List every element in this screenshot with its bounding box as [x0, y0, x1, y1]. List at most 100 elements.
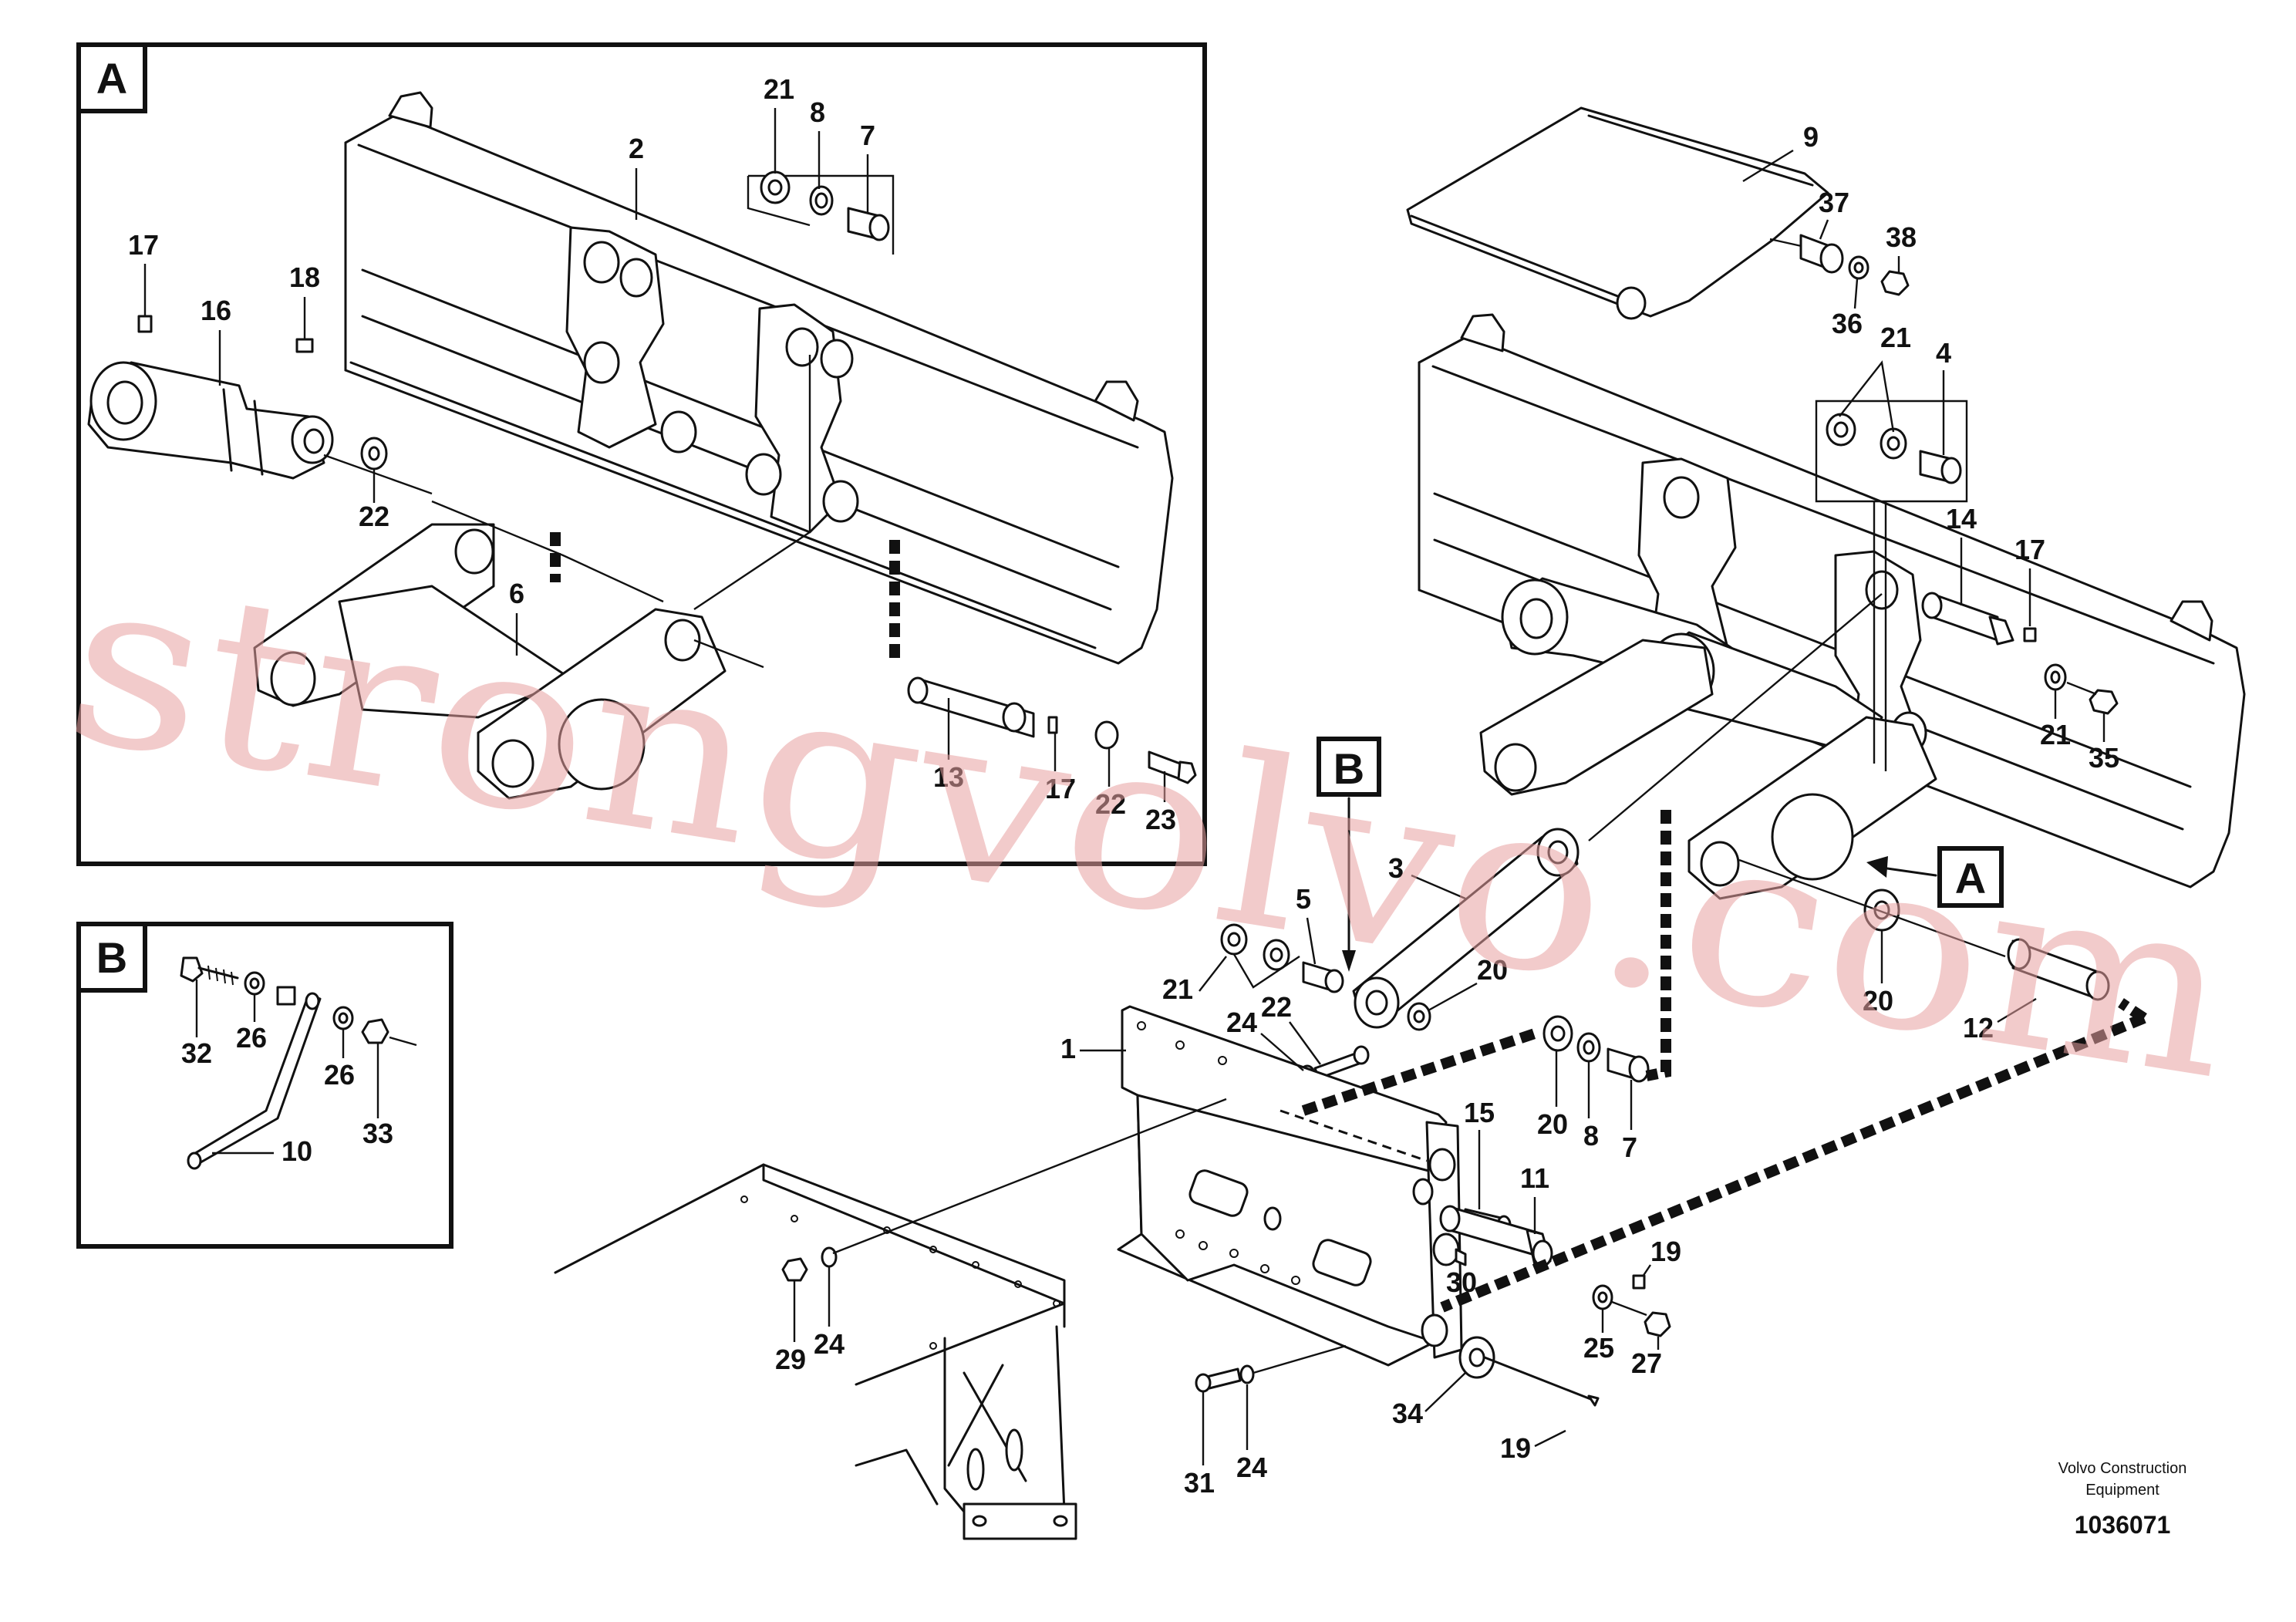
callout-15: 15	[1464, 1097, 1495, 1128]
callout-17-a: 17	[128, 229, 159, 261]
callout-8-c: 8	[1583, 1120, 1599, 1152]
callout-4: 4	[1936, 337, 1951, 369]
callout-32: 32	[181, 1037, 212, 1069]
bushing-b	[276, 986, 296, 1006]
detail-b: B 32 26 26 33 10	[76, 922, 453, 1249]
grease-nipple-17-m	[2023, 627, 2037, 642]
callout-20-m1: 20	[1477, 954, 1508, 986]
detail-a-frame	[76, 42, 1207, 866]
view-marker-b: B	[1333, 744, 1364, 793]
callout-19-b: 19	[1500, 1432, 1531, 1464]
grease-nipple-19	[1632, 1274, 1646, 1290]
rod-10	[187, 992, 322, 1170]
callout-38: 38	[1886, 221, 1917, 253]
callout-22-a2: 22	[1095, 788, 1126, 820]
view-marker-a-arrow	[1866, 856, 1888, 878]
callout-26-b1: 26	[236, 1022, 267, 1054]
callout-18: 18	[289, 261, 320, 293]
callout-27: 27	[1631, 1347, 1662, 1379]
detail-a: A	[76, 42, 1207, 866]
route-dash-4	[2118, 998, 2147, 1023]
callout-22-a: 22	[359, 501, 389, 532]
rod-19	[1483, 1356, 1594, 1401]
callout-7: 7	[860, 120, 875, 151]
grease-nipple-18	[295, 338, 314, 353]
callout-25: 25	[1583, 1332, 1614, 1364]
callout-2: 2	[629, 133, 644, 164]
callout-24-c: 24	[814, 1328, 845, 1360]
arm-3	[1352, 828, 1580, 1029]
detail-a-label: A	[96, 54, 127, 103]
route-dash-1	[1645, 810, 1671, 1081]
view-marker-a: A	[1955, 854, 1986, 902]
bolt-31	[1205, 1367, 1242, 1390]
callout-16: 16	[201, 295, 231, 326]
washer-24-b	[1239, 1364, 1255, 1384]
detail-b-label: B	[96, 933, 127, 982]
pin-12	[2007, 938, 2110, 1001]
nut-29	[781, 1257, 808, 1282]
detail-b-label-box	[76, 922, 147, 993]
callout-7-c: 7	[1622, 1131, 1637, 1163]
brand-line-1: Volvo Construction	[2058, 1460, 2187, 1477]
washer-24-c	[821, 1246, 838, 1268]
detail-a-label-box	[76, 42, 147, 113]
callout-24-b: 24	[1236, 1452, 1267, 1483]
pin-11	[1439, 1205, 1553, 1267]
callout-36: 36	[1832, 308, 1863, 339]
callout-6: 6	[509, 578, 524, 609]
callout-29: 29	[775, 1344, 806, 1375]
cylinder-16	[87, 361, 334, 480]
callout-21: 21	[764, 73, 794, 105]
callout-10: 10	[282, 1135, 312, 1167]
bolt-27	[1644, 1311, 1671, 1337]
nut-33	[361, 1018, 389, 1044]
callout-21-m: 21	[1880, 322, 1911, 353]
detail-b-frame	[76, 922, 453, 1249]
bushing-set-a	[747, 170, 895, 255]
callout-24-m: 24	[1226, 1007, 1257, 1038]
bolt-32	[180, 956, 239, 986]
callout-9: 9	[1803, 121, 1819, 153]
callout-17-m: 17	[2014, 534, 2045, 565]
callout-11: 11	[1520, 1162, 1549, 1194]
callout-13: 13	[933, 761, 964, 793]
view-marker-b-arrow	[1342, 950, 1356, 972]
callout-23: 23	[1145, 804, 1176, 835]
callout-22-m: 22	[1261, 991, 1292, 1023]
drawing-number: 1036071	[2075, 1511, 2171, 1539]
push-frame-6	[253, 523, 727, 800]
blade-assembly-a	[344, 91, 1174, 665]
brand-line-2: Equipment	[2085, 1482, 2159, 1499]
callout-19-a: 19	[1650, 1236, 1681, 1267]
callout-21-m2: 21	[2040, 719, 2071, 750]
bolt-35	[2089, 689, 2119, 715]
bolt-38	[1880, 270, 1910, 296]
grease-nipple-17	[137, 315, 153, 333]
spacer-30	[1455, 1248, 1467, 1266]
callout-33: 33	[362, 1118, 393, 1149]
mounting-bracket-1	[1117, 1005, 1463, 1367]
callout-34: 34	[1392, 1398, 1423, 1429]
callout-1: 1	[1060, 1033, 1076, 1064]
callout-5: 5	[1296, 883, 1311, 915]
chassis	[554, 1163, 1077, 1540]
route-dash-5	[1279, 1109, 1428, 1162]
callout-12: 12	[1963, 1012, 1994, 1044]
callout-37: 37	[1819, 187, 1849, 218]
pin-13-set	[907, 676, 1197, 784]
callout-20-c: 20	[1537, 1108, 1568, 1140]
callout-17-a2: 17	[1045, 773, 1076, 804]
cover-plate-9	[1406, 106, 1829, 320]
callout-26-b2: 26	[324, 1059, 355, 1091]
callout-31: 31	[1184, 1467, 1215, 1499]
main-assembly: B A 9 37 38 36 21 4 14 17 21 35 3 5 20 2…	[554, 106, 2246, 1540]
callout-35: 35	[2089, 742, 2119, 774]
view-marker-a-box	[1937, 846, 2004, 908]
bushing-bracket-main	[1815, 400, 1968, 503]
callout-21-l: 21	[1162, 973, 1193, 1005]
route-dash-3	[1440, 1013, 2146, 1313]
callout-14: 14	[1946, 503, 1977, 534]
callout-8: 8	[810, 96, 825, 128]
